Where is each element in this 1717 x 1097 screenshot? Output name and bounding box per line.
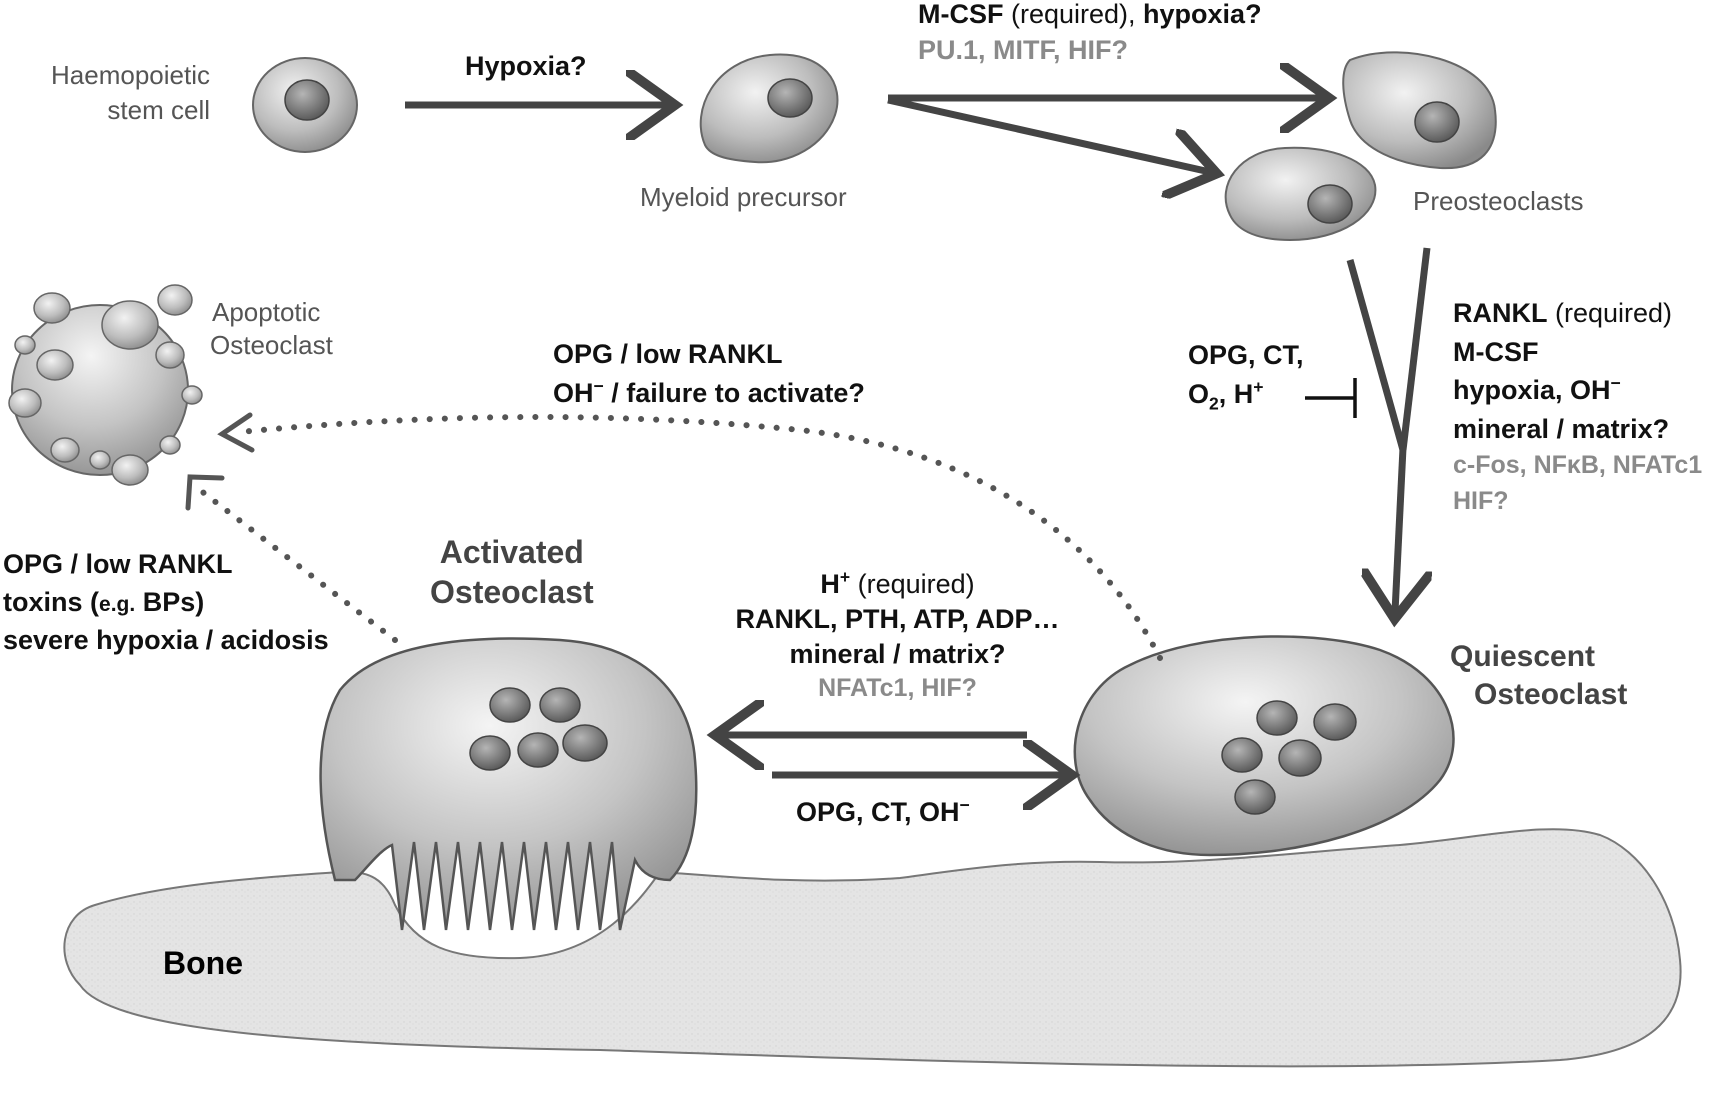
activated-label-line2: Osteoclast	[430, 574, 594, 610]
factor-rankl-note: (required)	[1547, 298, 1673, 328]
preosteoclast-inhibitors: OPG, CT, O2, H+	[1188, 336, 1304, 417]
pre-to-quiescent-line2: M-CSF	[1453, 336, 1539, 367]
apo-q-line2: OH− / failure to activate?	[553, 374, 865, 413]
inhibitors-line2: O2, H+	[1188, 375, 1304, 417]
q-to-a-line1: H+ (required)	[715, 566, 1080, 602]
o2-subscript: 2	[1209, 393, 1219, 414]
hsc-label-text: Haemopoietic stem cell	[51, 60, 210, 126]
q-to-a-line2: RANKL, PTH, ATP, ADP…	[735, 604, 1060, 635]
arrow-branch-right	[1399, 247, 1431, 451]
preosteoclast-cell-upper	[1342, 51, 1497, 170]
quiescent-label-line2: Osteoclast	[1474, 677, 1628, 711]
o2-text: O	[1188, 379, 1210, 410]
factor-hypoxia-oh: hypoxia, OH	[1453, 375, 1611, 406]
myeloid-to-pre-transcription: PU.1, MITF, HIF?	[918, 35, 1129, 66]
arrow-branch-left	[1346, 259, 1407, 451]
apo-q-line1: OPG / low RANKL	[553, 339, 783, 369]
myeloid-to-pre-line1: M-CSF (required), hypoxia?	[918, 0, 1262, 32]
apo-a-eg: e.g.	[99, 592, 136, 616]
dotted-arrow-quiescent-to-apoptotic-head	[217, 412, 255, 453]
arrow-pre-to-quiescent	[1395, 447, 1403, 612]
pre-to-quiescent-line1: RANKL (required)	[1453, 294, 1702, 333]
apoptosis-from-activated-factors: OPG / low RANKL toxins (e.g. BPs) severe…	[3, 546, 329, 659]
factor-rankl: RANKL	[1453, 298, 1548, 328]
myeloid-precursor-label: Myeloid precursor	[640, 182, 847, 212]
pre-to-quiescent-transcription2: HIF?	[1453, 487, 1509, 516]
quiescent-osteoclast-label: Quiescent Osteoclast	[1450, 638, 1627, 713]
apo-a-toxins: toxins (	[3, 586, 100, 617]
a-to-q-sup: −	[959, 795, 970, 815]
activated-to-quiescent-factors: OPG, CT, OH−	[796, 794, 970, 830]
pre-to-quiescent-line4: mineral / matrix?	[1453, 413, 1670, 444]
factor-mcsf-note: (required),	[1003, 0, 1136, 29]
h-text: , H	[1218, 379, 1254, 410]
hsc-label: Haemopoietic stem cell	[20, 58, 210, 128]
apo-a-line1: OPG / low RANKL	[3, 549, 233, 579]
preosteoclasts-label: Preosteoclasts	[1413, 186, 1584, 216]
apo-a-line3: severe hypoxia / acidosis	[3, 624, 329, 655]
pre-to-quiescent-transcription1: c-Fos, NFκB, NFATc1	[1453, 451, 1703, 480]
pre-to-quiescent-factors: RANKL (required) M-CSF hypoxia, OH− mine…	[1453, 294, 1702, 520]
apo-a-line2: toxins (e.g. BPs)	[3, 584, 329, 622]
apoptotic-osteoclast-cell	[8, 284, 203, 486]
apo-a-bps: BPs)	[135, 586, 205, 617]
dotted-arrow-activated-to-apoptotic-head	[185, 474, 225, 511]
pre-to-quiescent-line3: hypoxia, OH−	[1453, 371, 1702, 410]
apo-q-oh-sup: −	[593, 375, 604, 396]
bone-shape	[63, 828, 1682, 1068]
dotted-arrow-quiescent-to-apoptotic	[237, 414, 1163, 661]
inhibitors-line1: OPG, CT,	[1188, 340, 1304, 370]
q-to-a-transcription: NFATc1, HIF?	[818, 674, 977, 703]
arrow-myeloid-to-preosteoclast-lower	[887, 96, 1210, 172]
apoptotic-label-line2: Osteoclast	[210, 329, 333, 360]
oh-superscript: −	[1610, 373, 1621, 394]
activated-osteoclast-cell	[319, 637, 698, 931]
hsc-to-myeloid-factor: Hypoxia?	[465, 51, 587, 81]
quiescent-label-line1: Quiescent	[1450, 640, 1596, 673]
activated-label-line1: Activated	[439, 534, 584, 570]
bone-label: Bone	[163, 945, 243, 981]
preosteoclast-cell-lower	[1224, 146, 1377, 242]
apo-q-rest: / failure to activate?	[603, 377, 865, 408]
hsc-cell	[252, 57, 358, 153]
apoptosis-from-quiescent-factors: OPG / low RANKL OH− / failure to activat…	[553, 336, 865, 413]
factor-mcsf: M-CSF	[918, 0, 1004, 29]
quiescent-to-activated-factors: H+ (required) RANKL, PTH, ATP, ADP… mine…	[715, 566, 1080, 705]
apoptotic-osteoclast-label: Apoptotic Osteoclast	[210, 296, 333, 361]
h-ion-sup: +	[839, 567, 851, 587]
dotted-arrow-activated-to-apoptotic	[197, 487, 398, 643]
a-to-q-text: OPG, CT, OH	[796, 797, 960, 827]
quiescent-osteoclast-cell	[1073, 635, 1455, 857]
apoptotic-label-line1: Apoptotic	[212, 297, 321, 327]
myeloid-precursor-cell	[699, 53, 839, 164]
h-superscript: +	[1253, 377, 1264, 398]
h-ion: H	[820, 569, 840, 599]
h-required-note: (required)	[850, 569, 975, 599]
factor-hypoxia: hypoxia?	[1143, 0, 1262, 29]
inhibition-symbol	[1305, 378, 1357, 418]
activated-osteoclast-label: Activated Osteoclast	[430, 532, 594, 612]
myeloid-to-pre-factors: M-CSF (required), hypoxia? PU.1, MITF, H…	[918, 0, 1262, 69]
apo-q-oh: OH	[553, 377, 594, 408]
q-to-a-line3: mineral / matrix?	[789, 639, 1006, 670]
